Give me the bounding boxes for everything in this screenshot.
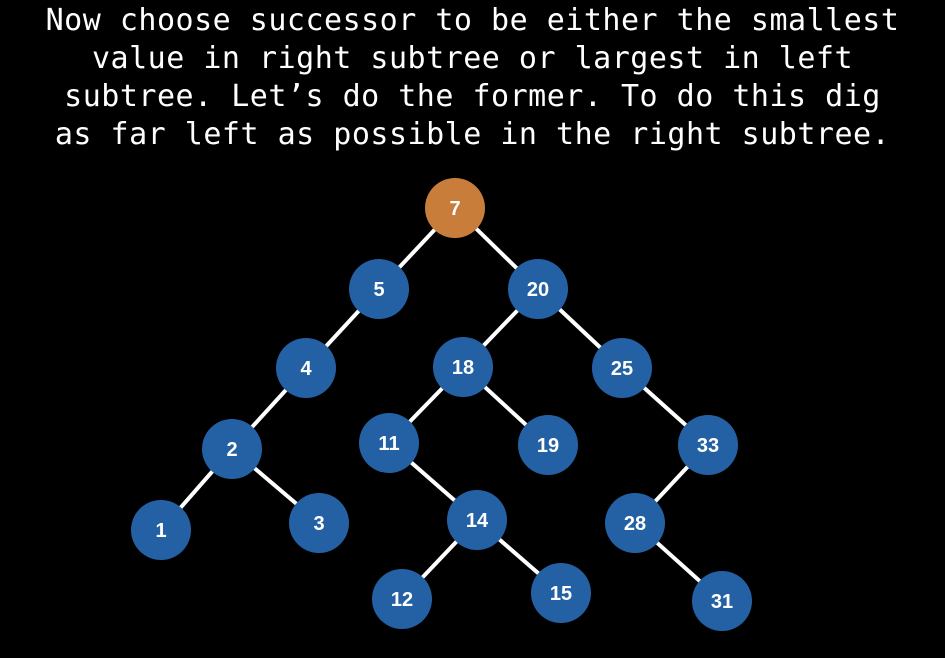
tree-node-circle <box>289 493 349 553</box>
tree-node-5: 5 <box>349 259 409 319</box>
caption-line-3: subtree. Let’s do the former. To do this… <box>64 79 881 114</box>
tree-node-label: 1 <box>155 520 166 542</box>
tree-node-28: 28 <box>605 493 665 553</box>
tree-node-label: 3 <box>313 513 324 535</box>
tree-node-circle <box>678 415 738 475</box>
tree-node-circle <box>276 338 336 398</box>
tree-nodes: 7 5 20 4 18 25 2 11 19 33 1 3 14 28 12 15 31 <box>131 178 752 631</box>
tree-node-circle <box>692 571 752 631</box>
tree-node-7: 7 <box>425 178 485 238</box>
tree-node-circle <box>425 178 485 238</box>
tree-node-circle <box>359 413 419 473</box>
tree-node-circle <box>131 500 191 560</box>
tree-node-circle <box>447 490 507 550</box>
tree-node-31: 31 <box>692 571 752 631</box>
tree-node-label: 4 <box>300 358 312 380</box>
tree-node-15: 15 <box>531 563 591 623</box>
tree-node-label: 25 <box>611 358 633 380</box>
tree-node-circle <box>349 259 409 319</box>
tree-node-2: 2 <box>202 419 262 479</box>
tree-node-4: 4 <box>276 338 336 398</box>
tree-node-label: 31 <box>711 591 733 613</box>
tree-node-label: 20 <box>527 279 549 301</box>
tree-node-label: 28 <box>624 513 646 535</box>
tree-node-label: 19 <box>537 435 559 457</box>
tree-node-11: 11 <box>359 413 419 473</box>
tree-node-label: 33 <box>697 435 719 457</box>
tree-node-25: 25 <box>592 338 652 398</box>
tree-node-label: 15 <box>550 583 572 605</box>
tree-node-20: 20 <box>508 259 568 319</box>
tree-node-1: 1 <box>131 500 191 560</box>
tree-node-19: 19 <box>518 415 578 475</box>
tree-node-label: 14 <box>466 510 489 532</box>
tree-node-label: 7 <box>449 198 460 220</box>
tree-node-circle <box>531 563 591 623</box>
tree-node-label: 5 <box>373 279 384 301</box>
tree-node-3: 3 <box>289 493 349 553</box>
tree-node-label: 11 <box>378 433 399 455</box>
tree-node-14: 14 <box>447 490 507 550</box>
tree-node-label: 12 <box>391 589 413 611</box>
caption: Now choose successor to be either the sm… <box>0 2 945 154</box>
tree-node-circle <box>433 337 493 397</box>
tree-node-circle <box>605 493 665 553</box>
tree-node-circle <box>202 419 262 479</box>
caption-line-2: value in right subtree or largest in lef… <box>91 41 854 76</box>
tree-node-18: 18 <box>433 337 493 397</box>
tree-node-circle <box>592 338 652 398</box>
tree-node-circle <box>372 569 432 629</box>
tree-node-label: 18 <box>452 357 474 379</box>
caption-line-1: Now choose successor to be either the sm… <box>45 3 900 38</box>
tree-node-circle <box>518 415 578 475</box>
tree-node-33: 33 <box>678 415 738 475</box>
tree-node-label: 2 <box>226 439 237 461</box>
tree-node-circle <box>508 259 568 319</box>
tree-node-12: 12 <box>372 569 432 629</box>
caption-line-4: as far left as possible in the right sub… <box>54 117 891 152</box>
